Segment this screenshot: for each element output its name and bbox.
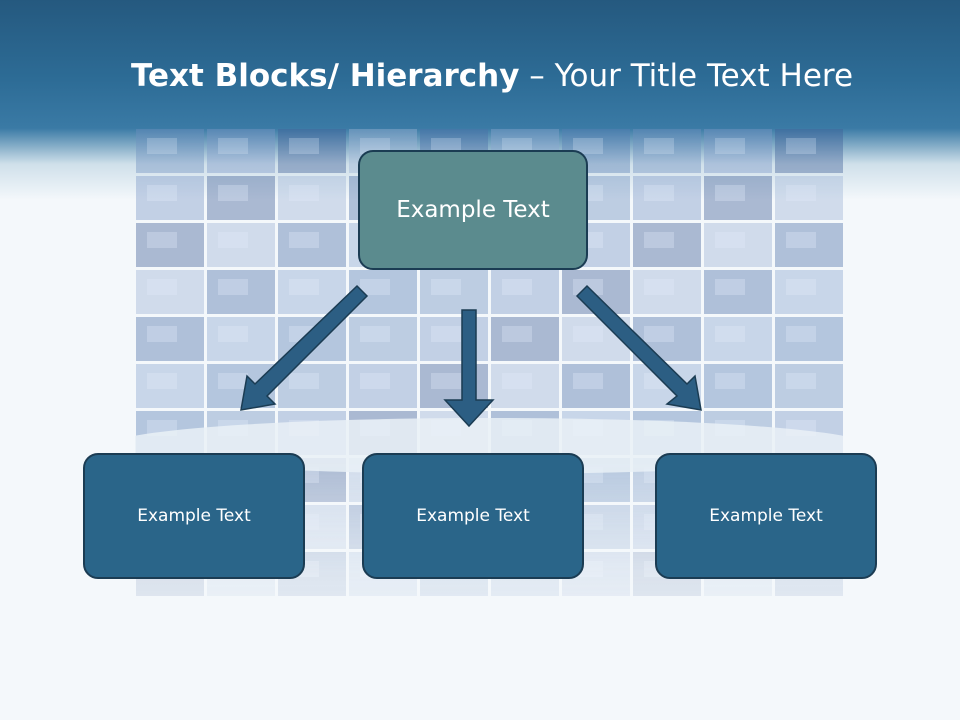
wall-tile <box>633 270 701 314</box>
wall-tile-highlight <box>147 138 177 154</box>
wall-tile <box>704 317 772 361</box>
wall-tile-highlight <box>502 279 532 295</box>
wall-tile <box>775 129 843 173</box>
wall-tile <box>633 129 701 173</box>
wall-tile-highlight <box>644 279 674 295</box>
wall-tile-highlight <box>644 138 674 154</box>
wall-tile-highlight <box>502 326 532 342</box>
wall-tile-highlight <box>715 185 745 201</box>
wall-tile <box>207 129 275 173</box>
wall-tile-highlight <box>786 326 816 342</box>
wall-tile <box>420 270 488 314</box>
wall-tile <box>491 317 559 361</box>
title-bold: Text Blocks/ Hierarchy <box>130 58 520 94</box>
wall-tile-highlight <box>218 326 248 342</box>
child-box-right[interactable]: Example Text <box>655 453 877 579</box>
wall-tile <box>349 317 417 361</box>
wall-tile-highlight <box>715 232 745 248</box>
wall-tile-highlight <box>431 279 461 295</box>
wall-tile-highlight <box>147 373 177 389</box>
wall-tile-highlight <box>289 185 319 201</box>
wall-tile-highlight <box>147 279 177 295</box>
arrow-right <box>575 284 702 411</box>
wall-tile-highlight <box>573 138 603 154</box>
child-box-center[interactable]: Example Text <box>362 453 584 579</box>
wall-tile-highlight <box>715 326 745 342</box>
wall-tile <box>633 223 701 267</box>
wall-tile-highlight <box>218 232 248 248</box>
wall-tile <box>207 270 275 314</box>
wall-tile <box>562 364 630 408</box>
wall-tile-highlight <box>147 185 177 201</box>
wall-tile-highlight <box>715 138 745 154</box>
wall-tile-highlight <box>573 373 603 389</box>
wall-tile-highlight <box>289 279 319 295</box>
wall-tile <box>775 270 843 314</box>
top-level-box[interactable]: Example Text <box>358 150 588 270</box>
arrow-left <box>240 284 369 411</box>
wall-tile-highlight <box>289 232 319 248</box>
wall-tile-highlight <box>431 326 461 342</box>
wall-tile-highlight <box>786 373 816 389</box>
wall-tile-highlight <box>644 232 674 248</box>
wall-tile <box>207 176 275 220</box>
wall-tile <box>775 223 843 267</box>
wall-tile-highlight <box>218 138 248 154</box>
wall-tile <box>704 270 772 314</box>
wall-tile <box>278 223 346 267</box>
wall-tile-highlight <box>218 373 248 389</box>
wall-tile <box>349 364 417 408</box>
wall-tile-highlight <box>786 138 816 154</box>
wall-tile <box>491 270 559 314</box>
title-rest: – Your Title Text Here <box>519 58 854 94</box>
wall-tile-highlight <box>147 326 177 342</box>
slide-title: Text Blocks/ Hierarchy – Your Title Text… <box>0 56 960 96</box>
wall-tile <box>136 364 204 408</box>
wall-tile <box>136 317 204 361</box>
wall-tile <box>775 176 843 220</box>
wall-tile-highlight <box>502 373 532 389</box>
wall-tile-highlight <box>289 138 319 154</box>
wall-tile <box>278 176 346 220</box>
wall-tile-highlight <box>573 326 603 342</box>
wall-tile <box>775 317 843 361</box>
wall-tile-highlight <box>218 185 248 201</box>
wall-tile-highlight <box>644 185 674 201</box>
wall-tile-highlight <box>289 373 319 389</box>
wall-tile-highlight <box>715 279 745 295</box>
wall-tile <box>704 223 772 267</box>
wall-tile <box>633 176 701 220</box>
wall-tile-highlight <box>786 232 816 248</box>
wall-tile-highlight <box>360 373 390 389</box>
wall-tile-highlight <box>786 185 816 201</box>
wall-tile <box>278 129 346 173</box>
wall-tile-highlight <box>431 373 461 389</box>
wall-tile <box>136 176 204 220</box>
wall-tile-highlight <box>360 279 390 295</box>
wall-tile-highlight <box>147 232 177 248</box>
wall-tile <box>491 364 559 408</box>
wall-tile-highlight <box>786 279 816 295</box>
wall-tile <box>207 223 275 267</box>
wall-tile-highlight <box>715 373 745 389</box>
wall-tile-highlight <box>218 279 248 295</box>
wall-tile <box>704 176 772 220</box>
wall-tile <box>704 364 772 408</box>
wall-tile <box>136 270 204 314</box>
wall-tile <box>704 129 772 173</box>
arrow-center <box>443 309 495 428</box>
wall-tile-highlight <box>644 326 674 342</box>
wall-tile <box>136 223 204 267</box>
child-box-left[interactable]: Example Text <box>83 453 305 579</box>
wall-tile <box>775 364 843 408</box>
wall-tile <box>207 317 275 361</box>
wall-tile-highlight <box>360 326 390 342</box>
wall-tile <box>136 129 204 173</box>
